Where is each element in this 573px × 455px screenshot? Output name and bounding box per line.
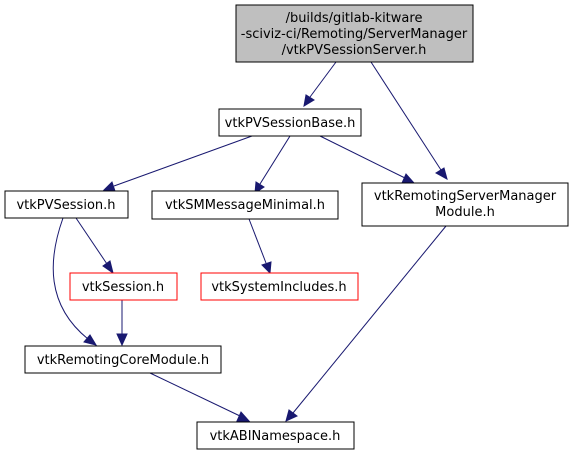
edge-pv-session-to-remoting-core-module bbox=[52, 217, 98, 346]
node-abi-namespace-label: vtkABINamespace.h bbox=[210, 429, 341, 444]
edge-pv-session-to-session bbox=[75, 217, 114, 275]
edge-remoting-servermanager-module-to-abi-namespace bbox=[285, 225, 447, 422]
node-remoting-core-module-label: vtkRemotingCoreModule.h bbox=[37, 353, 209, 368]
node-root-file-line-2: -sciviz-ci/Remoting/ServerManager bbox=[241, 27, 468, 42]
edge-root-to-session-base bbox=[303, 61, 337, 107]
node-abi-namespace[interactable]: vtkABINamespace.h bbox=[196, 421, 355, 450]
edge-session-base-to-sm-message-minimal bbox=[254, 135, 291, 194]
edges bbox=[52, 61, 448, 422]
edge-sm-message-minimal-to-system-includes bbox=[248, 218, 272, 275]
edge-root-to-remoting-servermanager-module bbox=[370, 61, 448, 181]
node-remoting-servermanager-module[interactable]: vtkRemotingServerManager Module.h bbox=[361, 182, 569, 227]
node-session-base[interactable]: vtkPVSessionBase.h bbox=[218, 108, 362, 137]
node-pv-session-label: vtkPVSession.h bbox=[16, 198, 115, 213]
node-root-file-line-1: /builds/gitlab-kitware bbox=[286, 11, 423, 26]
edge-remoting-core-module-to-abi-namespace bbox=[149, 372, 251, 422]
edge-session-base-to-pv-session bbox=[102, 135, 253, 192]
node-remoting-servermanager-module-line-1: vtkRemotingServerManager bbox=[374, 189, 557, 204]
node-system-includes-label: vtkSystemIncludes.h bbox=[211, 280, 346, 295]
node-sm-message-minimal-label: vtkSMMessageMinimal.h bbox=[165, 198, 325, 213]
node-root-file-line-3: /vtkPVSessionServer.h bbox=[282, 43, 427, 58]
edge-session-to-remoting-core-module bbox=[116, 300, 128, 347]
node-system-includes[interactable]: vtkSystemIncludes.h bbox=[200, 272, 359, 301]
node-remoting-servermanager-module-line-2: Module.h bbox=[435, 205, 495, 220]
node-session[interactable]: vtkSession.h bbox=[69, 272, 178, 301]
node-session-base-label: vtkPVSessionBase.h bbox=[225, 116, 356, 131]
node-session-label: vtkSession.h bbox=[82, 280, 164, 295]
node-pv-session[interactable]: vtkPVSession.h bbox=[4, 190, 129, 219]
edge-session-base-to-remoting-servermanager-module bbox=[319, 135, 416, 184]
node-remoting-core-module[interactable]: vtkRemotingCoreModule.h bbox=[24, 345, 222, 374]
node-sm-message-minimal[interactable]: vtkSMMessageMinimal.h bbox=[151, 190, 339, 220]
node-root-file[interactable]: /builds/gitlab-kitware -sciviz-ci/Remoti… bbox=[235, 4, 474, 63]
